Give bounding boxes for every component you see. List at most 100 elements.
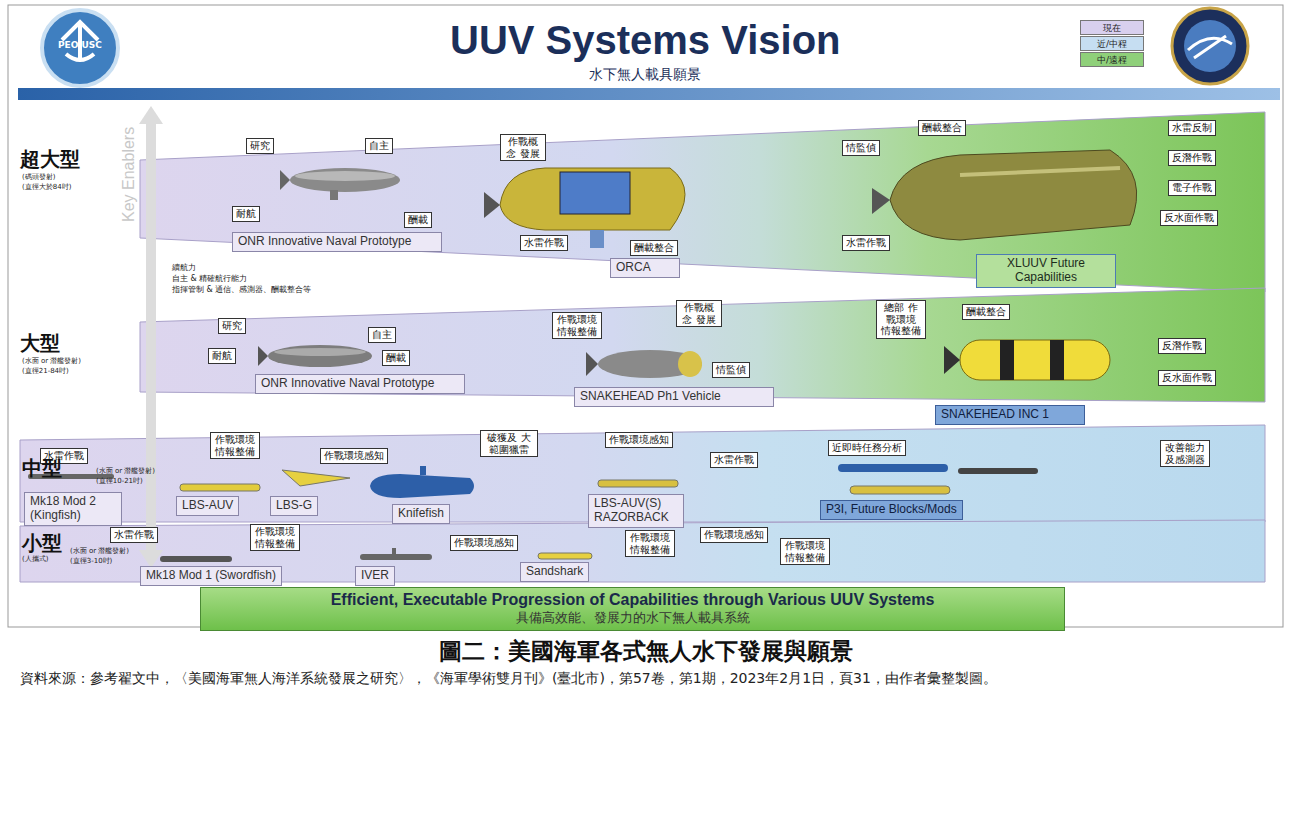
node-text: 耐航 [212,350,232,361]
row-note: (碼頭發射) [22,172,55,182]
legend-swatch: 近/中程 [1080,36,1144,51]
node-text: 作戰概念 發展 [682,302,715,325]
system-name-box: ONR Innovative Naval Prototype [255,374,465,394]
node-text: IVER [361,568,389,582]
node-text: 作戰環境 情報整備 [630,532,670,555]
node-text: Efficient, Executable Progression of Cap… [209,591,1056,609]
figure-caption: 圖二：美國海軍各式無人水下發展與願景 [0,636,1291,667]
system-name-box: IVER [355,566,395,586]
system-name-box: SNAKEHEAD INC 1 [935,405,1085,425]
node-text: 作戰環境 情報整備 [557,314,597,337]
small-vehicles [160,548,592,562]
capability-box: 自主 [365,138,393,154]
node-text: 電子作戰 [1172,182,1212,193]
logo-text: PEO USC [58,40,102,50]
node-text: 作戰環境 情報整備 [215,434,255,457]
node-text: 反潛作戰 [1162,340,1202,351]
capability-box: 水雷反制 [1168,120,1216,136]
capability-box: 作戰概念 發展 [676,300,722,327]
node-text: XLUUV Future Capabilities [1007,256,1085,284]
node-text: P3I, Future Blocks/Mods [826,502,957,516]
row-note: (水面 or 潛艦發射) [96,466,155,476]
system-name-box: P3I, Future Blocks/Mods [820,500,963,520]
row-note: (直徑大於84吋) [22,182,71,192]
node-text: 水雷反制 [1172,122,1212,133]
node-text: 酬載 [408,214,428,225]
summary-bar: Efficient, Executable Progression of Cap… [200,587,1065,631]
node-text: 破獲及 大範圍獵雷 [487,432,530,455]
row-note: (人攜式) [22,554,48,564]
system-name-box: LBS-AUV [176,496,239,516]
enabler-note: 指揮管制 & 通信、感測器、酬載整合等 [172,284,311,295]
capability-box: 作戰環境 情報整備 [625,530,675,557]
peo-logo [42,10,118,86]
capability-box: 改善能力 及感測器 [1160,440,1210,467]
xluuv-vehicle [872,150,1137,240]
node-text: 反潛作戰 [1172,152,1212,163]
system-name-box: ORCA [610,258,680,278]
capability-box: 酬載 [382,350,410,366]
capability-box: 作戰環境感知 [700,527,768,543]
node-text: 水雷作戰 [846,237,886,248]
capability-box: 反潛作戰 [1168,150,1216,166]
row-label: 中型 [22,455,62,482]
node-text: 作戰概念 發展 [506,136,539,159]
node-text: 總部 作戰環境 情報整備 [881,302,921,336]
capability-box: 近即時任務分析 [828,440,906,456]
xl-band [140,112,1265,292]
system-name-box: Mk18 Mod 2 (Kingfish) [24,492,122,526]
snakehead-inc1-vehicle [944,340,1110,380]
node-text: 酬載整合 [922,122,962,133]
node-subtext: 具備高效能、發展力的水下無人載具系統 [209,609,1056,627]
row-note: (直徑10-21吋) [96,476,143,486]
node-text: 反水面作戰 [1162,372,1212,383]
row-note: (水面 or 潛艦發射) [22,356,81,366]
capability-box: 作戰環境感知 [450,535,518,551]
legend-text: 中/遠程 [1097,55,1127,65]
enabler-note: 續航力 [172,262,196,273]
node-text: 作戰環境感知 [609,434,669,445]
node-text: 酬載整合 [966,306,1006,317]
capability-box: 耐航 [208,348,236,364]
enabler-note: 自主 & 精確航行能力 [172,273,247,284]
capability-box: 作戰環境 情報整備 [780,538,830,565]
row-label: 大型 [20,330,60,357]
node-text: Knifefish [398,506,444,520]
node-text: 情監偵 [716,364,746,375]
capability-box: 酬載整合 [918,120,966,136]
capability-box: 情監偵 [712,362,750,378]
capability-box: 研究 [218,318,246,334]
system-name-box: ONR Innovative Naval Prototype [232,232,442,252]
node-text: 水雷作戰 [524,237,564,248]
node-text: 近即時任務分析 [832,442,902,453]
legend-swatch: 現在 [1080,20,1144,35]
node-text: LBS-AUV [182,498,233,512]
node-text: LBS-G [276,498,312,512]
legend-swatch: 中/遠程 [1080,52,1144,67]
node-text: 自主 [369,140,389,151]
node-text: 水雷作戰 [114,529,154,540]
capability-box: 水雷作戰 [520,235,568,251]
legend-text: 現在 [1103,23,1121,33]
capability-box: 情監偵 [842,140,880,156]
capability-box: 反潛作戰 [1158,338,1206,354]
capability-box: 酬載整合 [962,304,1010,320]
key-enablers-arrow [139,106,163,568]
diagram-title: UUV Systems Vision [450,18,841,63]
capability-box: 耐航 [232,206,260,222]
node-text: ONR Innovative Naval Prototype [261,376,434,390]
node-text: 研究 [222,320,242,331]
capability-box: 作戰環境 情報整備 [250,524,300,551]
capability-box: 作戰環境感知 [320,448,388,464]
small-band [20,520,1265,582]
node-text: 情監偵 [846,142,876,153]
node-text: SNAKEHEAD Ph1 Vehicle [580,389,721,403]
capability-box: 水雷作戰 [842,235,890,251]
capability-box: 破獲及 大範圍獵雷 [480,430,538,457]
node-text: 耐航 [236,208,256,219]
onr-xl-vehicle [280,168,400,200]
onr-l-vehicle [258,345,372,367]
capability-box: 水雷作戰 [110,527,158,543]
node-text: 酬載整合 [634,242,674,253]
